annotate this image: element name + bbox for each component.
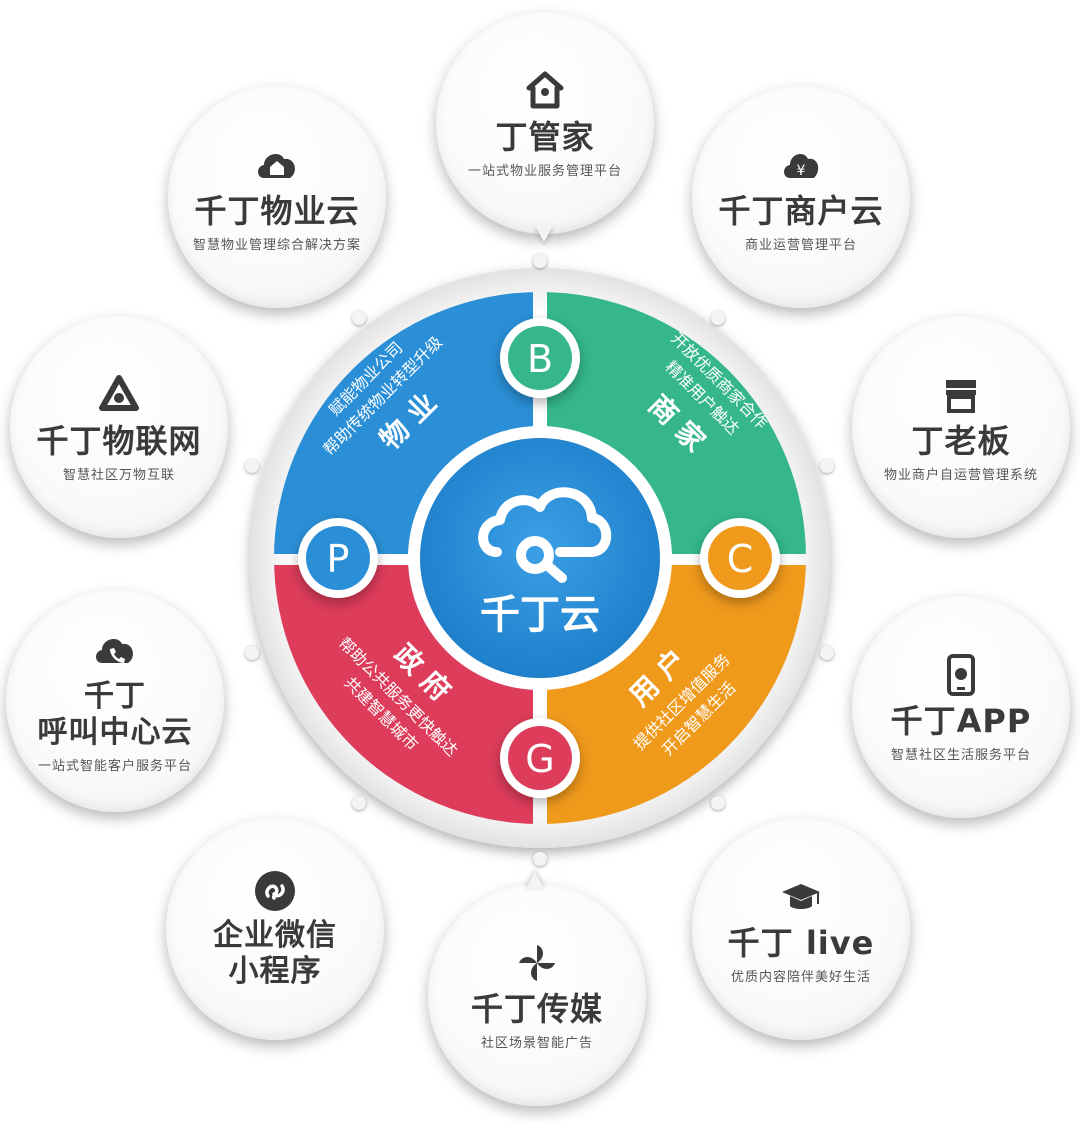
product-title: 千丁物业云 xyxy=(194,191,360,230)
product-title-line1: 企业微信 xyxy=(213,918,337,953)
connector-dot xyxy=(352,311,366,325)
connector-dot xyxy=(352,796,366,810)
product-chuanmei[interactable]: 千丁传媒 社区场景智能广告 xyxy=(428,884,646,1106)
product-dinglaoban[interactable]: 丁老板 物业商户自运营管理系统 xyxy=(852,316,1070,538)
product-subtitle: 优质内容陪伴美好生活 xyxy=(730,969,871,985)
product-title: 千丁APP xyxy=(890,701,1032,740)
badge-g-letter: G xyxy=(525,737,554,781)
product-title: 丁老板 xyxy=(911,421,1011,460)
connector-dot xyxy=(245,646,259,660)
pinwheel-icon xyxy=(519,944,555,981)
badge-c-letter: C xyxy=(727,537,754,581)
product-subtitle: 商业运营管理平台 xyxy=(744,237,857,253)
connector-dot xyxy=(820,646,834,660)
product-subtitle: 社区场景智能广告 xyxy=(480,1035,593,1051)
product-title-line1: 千丁 xyxy=(84,678,146,714)
product-title-line2: 呼叫中心云 xyxy=(37,714,193,750)
svg-text:¥: ¥ xyxy=(797,163,806,179)
house-tag-icon xyxy=(526,71,564,108)
bubble-tail xyxy=(534,224,554,242)
phone-cloud-icon xyxy=(96,638,133,663)
storefront-icon xyxy=(946,379,976,413)
product-wuyeyun[interactable]: 千丁物业云 智慧物业管理综合解决方案 xyxy=(168,86,386,308)
connector-dot xyxy=(711,311,725,325)
connector-dot xyxy=(711,796,725,810)
graduation-cap-icon xyxy=(782,883,820,909)
badge-b: B xyxy=(500,318,580,398)
connector-dot xyxy=(533,852,547,866)
bubble-tail xyxy=(525,872,545,890)
product-wulianwang[interactable]: 千丁物联网 智慧社区万物互联 xyxy=(10,316,228,538)
product-miniprogram[interactable]: 企业微信 小程序 xyxy=(166,818,384,1040)
connector-dot xyxy=(245,459,259,473)
product-title: 千丁 live xyxy=(727,923,875,962)
product-subtitle: 智慧物业管理综合解决方案 xyxy=(192,237,361,253)
badge-p: P xyxy=(298,518,378,598)
product-subtitle: 智慧社区生活服务平台 xyxy=(890,747,1031,763)
hub-brand: 千丁云 xyxy=(480,592,600,638)
cloud-house-icon xyxy=(258,153,295,178)
product-shanghuyun[interactable]: ¥ 千丁商户云 商业运营管理平台 xyxy=(692,86,910,308)
product-title: 千丁商户云 xyxy=(718,191,884,230)
badge-c: C xyxy=(700,518,780,598)
connector-dot xyxy=(820,459,834,473)
product-dingguanjia[interactable]: 丁管家 一站式物业服务管理平台 xyxy=(436,12,654,234)
badge-p-letter: P xyxy=(327,537,350,581)
hub xyxy=(420,438,660,678)
product-subtitle: 一站式物业服务管理平台 xyxy=(467,163,622,179)
product-title: 丁管家 xyxy=(495,117,595,156)
product-title: 千丁物联网 xyxy=(36,421,202,460)
product-subtitle: 物业商户自运营管理系统 xyxy=(883,467,1038,483)
product-live[interactable]: 千丁 live 优质内容陪伴美好生活 xyxy=(692,818,910,1040)
connector-dot xyxy=(533,254,547,268)
badge-b-letter: B xyxy=(527,337,553,381)
phone-app-icon xyxy=(947,653,975,696)
product-subtitle: 一站式智能客户服务平台 xyxy=(37,758,192,774)
product-subtitle: 智慧社区万物互联 xyxy=(62,467,175,483)
cloud-link-icon xyxy=(478,487,612,583)
product-title: 千丁传媒 xyxy=(470,989,603,1028)
product-title-line2: 小程序 xyxy=(228,954,322,989)
mini-program-icon xyxy=(255,871,295,911)
product-app[interactable]: 千丁APP 智慧社区生活服务平台 xyxy=(852,596,1070,818)
cloud-yen-icon: ¥ xyxy=(784,153,819,179)
product-hujiao[interactable]: 千丁 呼叫中心云 一站式智能客户服务平台 xyxy=(6,590,224,812)
badge-g: G xyxy=(500,718,580,798)
triangle-nodes-icon xyxy=(99,374,139,411)
